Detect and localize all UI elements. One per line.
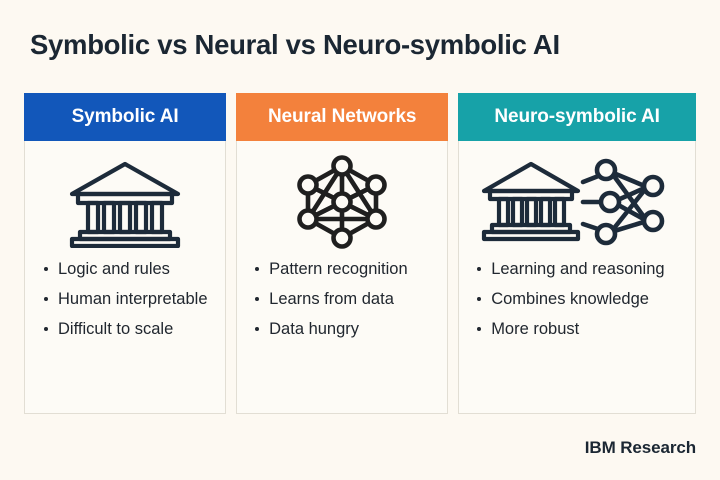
page-title: Symbolic vs Neural vs Neuro-symbolic AI xyxy=(30,29,560,60)
list-item: Combines knowledge xyxy=(477,289,685,310)
comparison-cards-row: Symbolic AI xyxy=(24,93,696,414)
feedforward-network-subicon xyxy=(580,158,665,246)
bullet-list-symbolic-ai: Logic and rules Human interpretable Diff… xyxy=(25,259,225,413)
card-symbolic-ai: Symbolic AI xyxy=(24,93,227,414)
list-item: Learning and reasoning xyxy=(477,259,685,280)
list-item: Logic and rules xyxy=(44,259,215,280)
footer-brand: IBM Research xyxy=(584,438,696,457)
list-item: Difficult to scale xyxy=(44,319,215,340)
bank-plus-neural-network-icon xyxy=(459,141,695,259)
card-header-neural-networks: Neural Networks xyxy=(236,93,449,141)
card-neural-networks: Neural Networks xyxy=(236,93,449,414)
bullet-list-neural-networks: Pattern recognition Learns from data Dat… xyxy=(237,259,447,413)
card-header-symbolic-ai: Symbolic AI xyxy=(24,93,227,141)
neural-network-graph-icon xyxy=(237,141,447,259)
bank-temple-icon xyxy=(25,141,225,259)
list-item: Data hungry xyxy=(255,319,437,340)
bank-temple-subicon xyxy=(481,161,581,242)
bullet-list-neuro-symbolic-ai: Learning and reasoning Combines knowledg… xyxy=(459,259,695,413)
card-neuro-symbolic-ai: Neuro-symbolic AI xyxy=(458,93,696,414)
card-header-neuro-symbolic-ai: Neuro-symbolic AI xyxy=(458,93,696,141)
list-item: Learns from data xyxy=(255,289,437,310)
list-item: More robust xyxy=(477,319,685,340)
list-item: Human interpretable xyxy=(44,289,215,310)
list-item: Pattern recognition xyxy=(255,259,437,280)
